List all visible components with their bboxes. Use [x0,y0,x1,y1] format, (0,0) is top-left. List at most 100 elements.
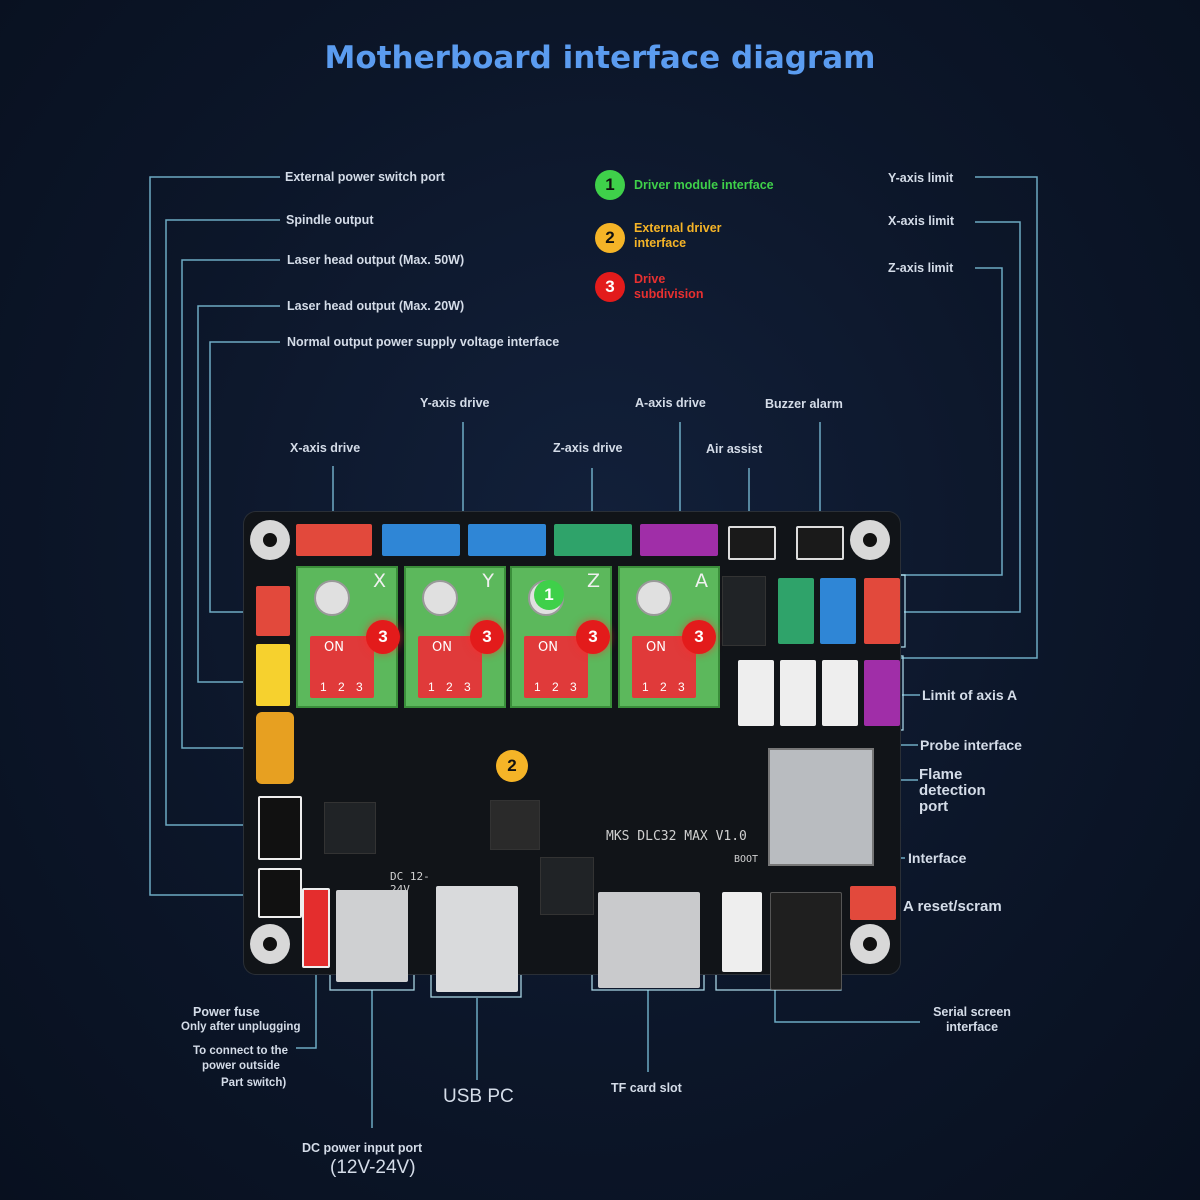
dip-num: 2 [552,680,559,694]
dip-num: 2 [446,680,453,694]
serial-screen-jack [770,892,842,990]
label-a-drive: A-axis drive [635,396,706,410]
x-drive-connector [296,524,372,556]
probe-connector [822,660,858,726]
dip-on-label: ON [324,640,344,655]
dip-num: 3 [356,680,363,694]
capacitor-icon [422,580,458,616]
door-connector [738,660,774,726]
dip-num: 2 [660,680,667,694]
flame-connector [780,660,816,726]
label-spindle-output: Spindle output [286,213,374,227]
x-limit-connector [820,578,856,644]
label-tf-card: TF card slot [611,1081,682,1095]
external-driver-badge: 2 [496,750,528,782]
label-interface: Interface [908,850,967,866]
mount-hole-tr [850,520,890,560]
legend-text-external-driver: External driver interface [634,221,722,250]
a-drive-connector [640,524,718,556]
label-z-limit: Z-axis limit [888,261,954,275]
a-driver-letter: A [695,570,708,592]
page-title: Motherboard interface diagram [324,40,876,76]
inductor [490,800,540,850]
label-power-fuse: Power fuse [193,1005,260,1019]
legend-badge-2: 2 [595,223,625,253]
power-fuse [302,888,330,968]
boot-silk: BOOT [734,854,759,865]
mount-hole-br [850,924,890,964]
label-flame: Flame detection port [919,766,986,815]
driver-module-badge: 1 [534,580,564,610]
capacitor-icon [636,580,672,616]
z-drive-connector [554,524,632,556]
tf-card-slot [598,892,700,988]
y-drive-connector-1 [382,524,460,556]
usb-port [436,886,518,992]
label-only-after: Only after unplugging [181,1021,301,1033]
capacitor-icon [314,580,350,616]
dip-num: 1 [320,680,327,694]
driver-chip [324,802,376,854]
dip-on-label: ON [646,640,666,655]
dip-num: 1 [428,680,435,694]
x-driver-letter: X [372,570,386,592]
label-dc-range: (12V-24V) [330,1157,416,1178]
label-air-assist: Air assist [706,442,763,456]
dip-on-label: ON [538,640,558,655]
legend-text-driver-module: Driver module interface [634,178,774,192]
dip-num: 3 [464,680,471,694]
laser50-connector [256,712,294,784]
label-normal-output: Normal output power supply voltage inter… [287,335,560,349]
label-probe: Probe interface [920,737,1022,753]
label-external-power-switch: External power switch port [285,170,445,184]
mount-hole-tl [250,520,290,560]
label-usb-pc: USB PC [443,1086,514,1107]
y-drive-connector-2 [468,524,546,556]
y-driver-letter: Y [482,570,494,592]
spindle-terminal [258,796,302,860]
a-limit-connector [864,660,900,726]
subdivision-badge-x: 3 [366,620,400,654]
label-to-connect: To connect to the [193,1045,288,1057]
label-laser-20w: Laser head output (Max. 20W) [287,299,465,313]
z-driver-letter: Z [586,570,600,592]
label-reset: A reset/scram [903,898,1002,915]
legend-text-drive-subdivision: Drive subdivision [634,272,704,301]
label-x-limit: X-axis limit [888,214,954,228]
wifi-module [768,748,874,866]
dc-power-jack [336,890,408,982]
label-serial: Serial screen interface [933,1005,1011,1034]
serial-screen-connector [722,892,762,972]
subdivision-badge-a: 3 [682,620,716,654]
label-y-limit: Y-axis limit [888,171,954,185]
label-dc-input: DC power input port [302,1141,423,1155]
label-x-drive: X-axis drive [290,441,361,455]
dip-num: 1 [642,680,649,694]
z-limit-connector [778,578,814,644]
legend-badge-1: 1 [595,170,625,200]
y-limit-connector [864,578,900,644]
subdivision-badge-z: 3 [576,620,610,654]
dip-num: 3 [678,680,685,694]
dip-num: 1 [534,680,541,694]
laser20-connector [256,644,290,706]
board-model: MKS DLC32 MAX V1.0 [606,829,747,844]
normal-output-connector [256,586,290,636]
label-a-limit: Limit of axis A [922,687,1018,703]
buzzer-connector [796,526,844,560]
reset-connector [850,886,896,920]
label-laser-50w: Laser head output (Max. 50W) [287,253,465,267]
label-y-drive: Y-axis drive [420,396,490,410]
mount-hole-bl [250,924,290,964]
dip-num: 3 [570,680,577,694]
dip-num: 2 [338,680,345,694]
label-z-drive: Z-axis drive [553,441,623,455]
dip-on-label: ON [432,640,452,655]
legend-badge-3: 3 [595,272,625,302]
subdivision-badge-y: 3 [470,620,504,654]
